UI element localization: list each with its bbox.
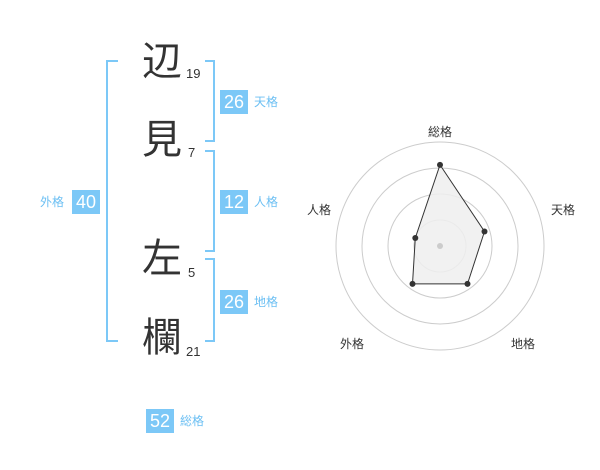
jinkaku-label: 人格: [254, 195, 279, 209]
chikaku-label: 地格: [254, 295, 279, 309]
gaikaku-label: 外格: [40, 195, 65, 209]
radar-label-jinkaku: 人格: [307, 203, 332, 217]
radar-data-polygon: [411, 163, 486, 285]
stroke-count-3: 5: [188, 265, 196, 280]
kanji-1: 辺: [142, 39, 182, 85]
radar-label-gaikaku: 外格: [340, 337, 365, 351]
kanji-2: 見: [142, 117, 182, 163]
stroke-count-1: 19: [186, 66, 201, 81]
kanji-3: 左: [142, 236, 182, 282]
chikaku-value: 26: [220, 290, 248, 314]
radar-point-1: [481, 228, 488, 235]
radar-chart: [335, 141, 545, 351]
radar-points: [409, 161, 488, 287]
kanji-4: 欄: [142, 315, 182, 361]
jinkaku-value: 12: [220, 190, 248, 214]
radar-center-dot: [437, 243, 443, 249]
radar-label-chikaku: 地格: [511, 337, 536, 351]
soukaku-label: 総格: [180, 414, 205, 428]
radar-point-0: [437, 161, 443, 168]
chikaku-bracket: [205, 258, 215, 342]
tenkaku-label: 天格: [254, 95, 279, 109]
jinkaku-bracket: [205, 150, 215, 252]
radar-label-tenkaku: 天格: [551, 203, 576, 217]
soukaku-value: 52: [146, 409, 174, 433]
radar-label-soukaku: 総格: [428, 125, 453, 139]
radar-point-3: [409, 280, 416, 287]
radar-point-4: [412, 235, 419, 241]
tenkaku-bracket: [205, 60, 215, 142]
gaikaku-value: 40: [72, 190, 100, 214]
radar-ring: [335, 141, 545, 351]
radar-point-2: [464, 280, 471, 287]
tenkaku-value: 26: [220, 90, 248, 114]
stroke-count-2: 7: [188, 145, 196, 160]
outer-bracket: [106, 60, 118, 342]
stroke-count-4: 21: [186, 344, 201, 359]
